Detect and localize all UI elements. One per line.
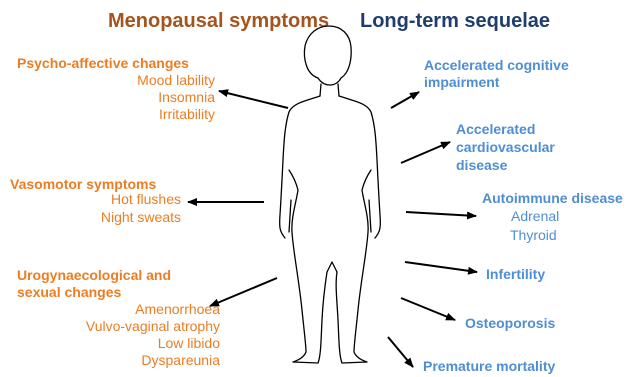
sequela-cardiovascular-line3: disease [456,157,507,174]
autoimmune-title: Autoimmune disease [482,190,623,207]
symptom-item: Mood lability [137,72,215,89]
symptom-item: Hot flushes [111,191,181,208]
symptom-item: Insomnia [158,89,215,106]
sequela-cardiovascular-line1: Accelerated [456,121,535,138]
arrow-cardiovascular [401,142,450,163]
arrow-osteoporosis [401,298,455,320]
arrow-psycho-affective [219,91,288,108]
symptom-item: Low libido [158,335,220,352]
sequela-cognitive-line2: impairment [424,74,499,91]
symptom-item: Amenorrhoea [135,301,220,318]
autoimmune-item: Adrenal [511,208,559,225]
arrow-cognitive [391,92,419,108]
sequela-premature-mortality: Premature mortality [423,358,555,375]
arrow-urogynaecological [210,278,277,306]
sequela-infertility: Infertility [486,266,545,283]
sequela-cardiovascular-line2: cardiovascular [456,139,555,156]
sequela-osteoporosis: Osteoporosis [465,315,555,332]
psycho-affective-title: Psycho-affective changes [17,55,189,72]
urogynaecological-title-line2: sexual changes [17,284,121,301]
sequela-cognitive-line1: Accelerated cognitive [424,57,569,74]
symptom-item: Dyspareunia [141,352,220,369]
urogynaecological-title: Urogynaecological and [17,267,171,284]
symptom-item: Night sweats [101,209,181,226]
symptom-item: Vulvo-vaginal atrophy [86,318,220,335]
arrow-mortality [388,337,413,367]
symptom-item: Irritability [159,106,215,123]
arrow-infertility [405,262,477,272]
autoimmune-item: Thyroid [510,227,557,244]
arrows [188,91,477,367]
arrow-autoimmune [406,212,476,216]
female-body-outline [280,26,381,363]
